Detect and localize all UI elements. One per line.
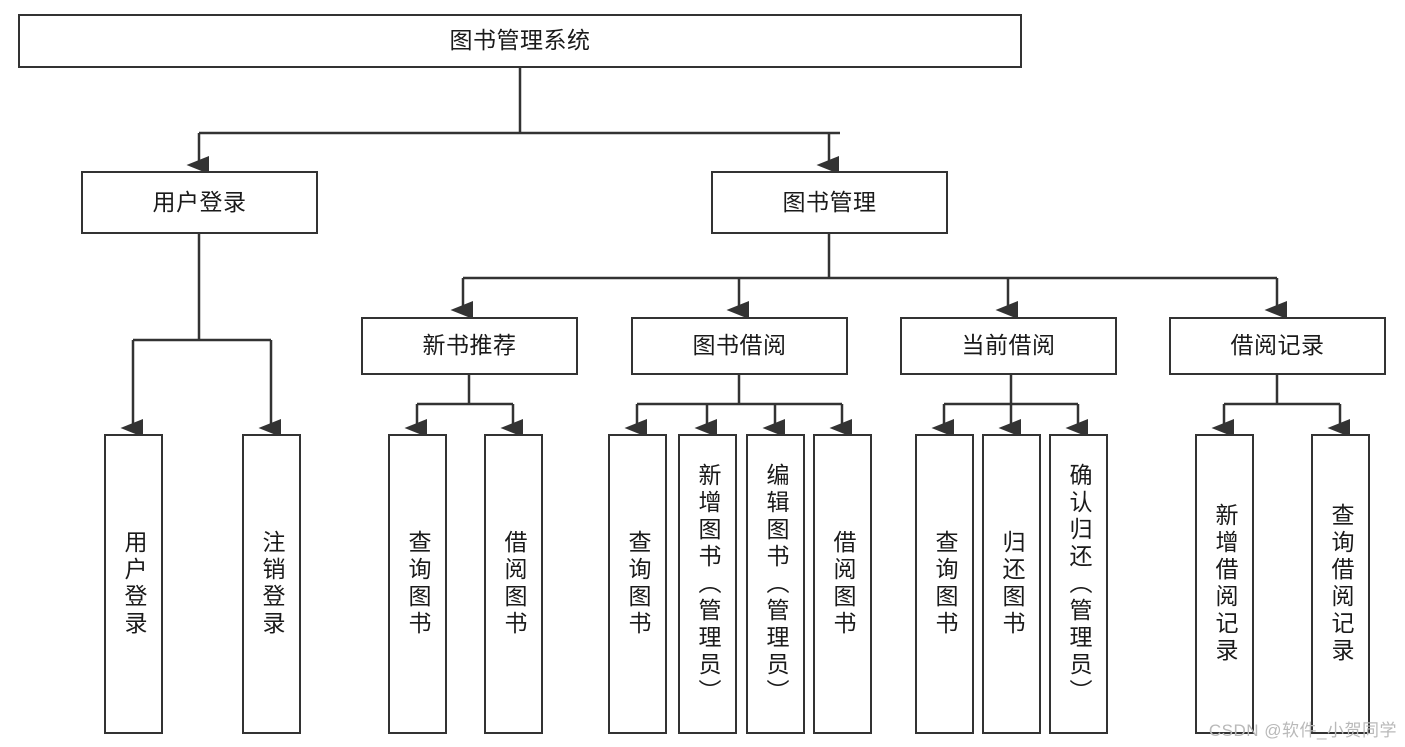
node-leaf-add-book-label: 新增图书（管理员） bbox=[695, 462, 721, 706]
node-leaf-confirm-return-label: 确认归还（管理员） bbox=[1066, 462, 1092, 706]
node-user-login-label: 用户登录 bbox=[152, 188, 247, 215]
node-new-book-recommend-label: 新书推荐 bbox=[422, 332, 517, 359]
node-leaf-borrow-book-2-label: 借阅图书 bbox=[830, 530, 856, 638]
node-leaf-logout-login[interactable]: 注销登录 bbox=[242, 434, 301, 734]
node-leaf-query-book-3-label: 查询图书 bbox=[932, 530, 958, 638]
node-leaf-query-record-label: 查询借阅记录 bbox=[1328, 503, 1354, 665]
node-leaf-query-book-3[interactable]: 查询图书 bbox=[915, 434, 974, 734]
node-leaf-query-record[interactable]: 查询借阅记录 bbox=[1311, 434, 1370, 734]
node-root-label: 图书管理系统 bbox=[449, 27, 591, 54]
node-leaf-logout-login-label: 注销登录 bbox=[259, 530, 285, 638]
node-current-borrow[interactable]: 当前借阅 bbox=[900, 317, 1117, 375]
node-leaf-add-book[interactable]: 新增图书（管理员） bbox=[678, 434, 737, 734]
node-leaf-borrow-book-1[interactable]: 借阅图书 bbox=[484, 434, 543, 734]
node-leaf-user-login-label: 用户登录 bbox=[121, 530, 147, 638]
node-leaf-add-record[interactable]: 新增借阅记录 bbox=[1195, 434, 1254, 734]
node-borrow-record-label: 借阅记录 bbox=[1230, 332, 1325, 359]
node-leaf-query-book-1-label: 查询图书 bbox=[405, 530, 431, 638]
node-leaf-confirm-return[interactable]: 确认归还（管理员） bbox=[1049, 434, 1108, 734]
node-leaf-query-book-2-label: 查询图书 bbox=[625, 530, 651, 638]
watermark: CSDN @软件_小贺同学 bbox=[1208, 721, 1397, 740]
node-leaf-add-record-label: 新增借阅记录 bbox=[1212, 503, 1238, 665]
node-leaf-borrow-book-2[interactable]: 借阅图书 bbox=[813, 434, 872, 734]
node-leaf-query-book-1[interactable]: 查询图书 bbox=[388, 434, 447, 734]
node-user-login[interactable]: 用户登录 bbox=[81, 171, 318, 234]
node-leaf-return-book-label: 归还图书 bbox=[999, 530, 1025, 638]
node-leaf-user-login[interactable]: 用户登录 bbox=[104, 434, 163, 734]
node-root[interactable]: 图书管理系统 bbox=[18, 14, 1022, 68]
node-book-management-label: 图书管理 bbox=[782, 188, 877, 215]
node-book-borrow[interactable]: 图书借阅 bbox=[631, 317, 848, 375]
node-book-management[interactable]: 图书管理 bbox=[711, 171, 948, 234]
node-leaf-return-book[interactable]: 归还图书 bbox=[982, 434, 1041, 734]
node-leaf-edit-book[interactable]: 编辑图书（管理员） bbox=[746, 434, 805, 734]
node-new-book-recommend[interactable]: 新书推荐 bbox=[361, 317, 578, 375]
node-leaf-edit-book-label: 编辑图书（管理员） bbox=[763, 462, 789, 706]
node-current-borrow-label: 当前借阅 bbox=[961, 332, 1056, 359]
node-leaf-query-book-2[interactable]: 查询图书 bbox=[608, 434, 667, 734]
node-borrow-record[interactable]: 借阅记录 bbox=[1169, 317, 1386, 375]
node-book-borrow-label: 图书借阅 bbox=[692, 332, 787, 359]
node-leaf-borrow-book-1-label: 借阅图书 bbox=[501, 530, 527, 638]
